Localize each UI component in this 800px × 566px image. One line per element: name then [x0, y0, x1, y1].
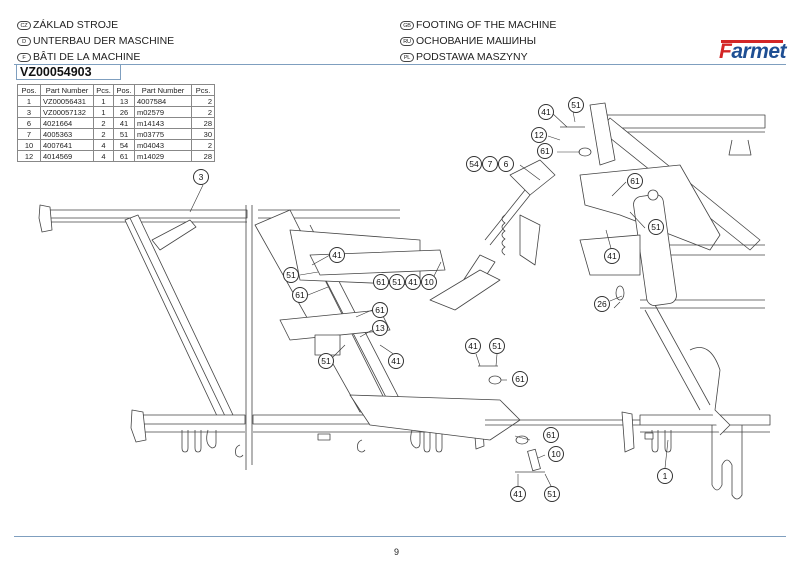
callout-12: 12 — [531, 127, 547, 143]
callout-61: 61 — [537, 143, 553, 159]
top-beam — [38, 204, 400, 233]
callout-51: 51 — [648, 219, 664, 235]
callout-41: 41 — [538, 104, 554, 120]
callout-1: 1 — [657, 468, 673, 484]
title-cz: CZ ZÁKLAD STROJE — [17, 19, 118, 31]
center-frame — [254, 209, 771, 500]
callout-41: 41 — [405, 274, 421, 290]
logo-rest: armet — [731, 40, 787, 63]
title-ru: RU ОСНОВАНИЕ МАШИНЫ — [400, 35, 536, 47]
callout-61: 61 — [627, 173, 643, 189]
title-text: ZÁKLAD STROJE — [33, 19, 119, 31]
farmet-logo: Farmet — [719, 38, 787, 66]
callout-51: 51 — [489, 338, 505, 354]
callout-41: 41 — [510, 486, 526, 502]
lang-badge-gb: GB — [400, 20, 414, 30]
callout-51: 51 — [283, 267, 299, 283]
callout-13: 13 — [372, 320, 388, 336]
lang-badge-cz: CZ — [17, 20, 31, 30]
footer-rule — [14, 536, 786, 537]
hydraulic-cylinder — [633, 189, 677, 306]
callout-41: 41 — [465, 338, 481, 354]
lang-badge-f: F — [17, 52, 31, 62]
page-number: 9 — [394, 547, 400, 557]
callout-61: 61 — [373, 274, 389, 290]
callout-61: 61 — [372, 302, 388, 318]
title-text: UNTERBAU DER MASCHINE — [33, 35, 175, 47]
lang-badge-d: D — [17, 36, 31, 46]
callout-7: 7 — [482, 156, 498, 172]
callout-61: 61 — [512, 371, 528, 387]
leader-lines — [189, 105, 669, 489]
logo-text: Farmet — [719, 40, 787, 64]
callout-6: 6 — [498, 156, 514, 172]
callout-51: 51 — [389, 274, 405, 290]
callout-10: 10 — [421, 274, 437, 290]
upper-right-frame — [579, 102, 766, 309]
callout-26: 26 — [594, 296, 610, 312]
title-text: FOOTING OF THE MACHINE — [416, 19, 557, 31]
logo-initial: F — [719, 40, 732, 63]
title-text: BÂTI DE LA MACHINE — [33, 51, 141, 63]
pins — [478, 126, 625, 473]
parts-table-cell: 28 — [191, 150, 215, 162]
assembly-code: VZ00054903 — [16, 64, 121, 80]
left-diagonal-beam — [124, 214, 234, 419]
callout-61: 61 — [292, 287, 308, 303]
callout-51: 51 — [568, 97, 584, 113]
callout-41: 41 — [604, 248, 620, 264]
title-gb: GB FOOTING OF THE MACHINE — [400, 19, 556, 31]
callout-41: 41 — [329, 247, 345, 263]
header-rule — [14, 64, 786, 65]
callout-41: 41 — [388, 353, 404, 369]
callout-3: 3 — [193, 169, 209, 185]
logo-bar — [721, 40, 783, 43]
parts-table-cell: 12 — [17, 150, 41, 162]
callout-61: 61 — [543, 427, 559, 443]
title-text: ОСНОВАНИЕ МАШИНЫ — [416, 35, 537, 47]
lang-badge-pl: PL — [400, 52, 414, 62]
parts-table-cell: 4014569 — [40, 150, 94, 162]
title-d: D UNTERBAU DER MASCHINE — [17, 35, 174, 47]
callout-10: 10 — [548, 446, 564, 462]
callout-54: 54 — [466, 156, 482, 172]
callout-51: 51 — [318, 353, 334, 369]
parts-table: Pos. Part Number Pcs. Pos. Part Number P… — [17, 84, 215, 162]
title-pl: PL PODSTAWA MASZYNY — [400, 51, 528, 63]
lang-badge-ru: RU — [400, 36, 414, 46]
title-text: PODSTAWA MASZYNY — [416, 51, 528, 63]
title-f: F BÂTI DE LA MACHINE — [17, 51, 140, 63]
callout-51: 51 — [544, 486, 560, 502]
